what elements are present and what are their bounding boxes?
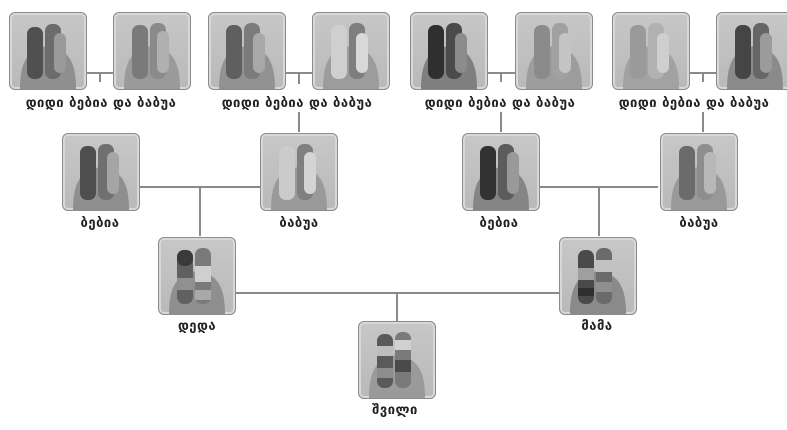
great-grandfather-tile-1	[113, 12, 191, 90]
connector-parents-down	[396, 292, 398, 322]
label-father: მამა	[581, 319, 613, 334]
connector-great-pair-2-to-grandfather	[298, 112, 300, 132]
father-tile	[559, 237, 637, 315]
chromosome-pair-icon	[20, 24, 76, 89]
chromosome-pair-icon	[124, 23, 180, 89]
chromosome-pair-icon	[623, 23, 679, 89]
chromosome-pair-icon	[421, 23, 477, 89]
great-grandmother-tile-3	[410, 12, 488, 90]
grandfather-left-tile	[260, 133, 338, 211]
connector-great-pair-3	[487, 72, 517, 74]
great-grandmother-tile-1	[9, 12, 87, 90]
label-great-grandparents-1: დიდი ბებია და ბაბუა	[25, 96, 177, 111]
label-grandfather-right: ბაბუა	[679, 216, 719, 231]
label-grandmother-right: ბებია	[479, 216, 519, 231]
chromosome-pair-icon	[169, 248, 225, 314]
connector-parents	[236, 292, 560, 294]
connector-great-pair-4-to-grandfather	[702, 112, 704, 132]
connector-great-pair-3-to-grandmother	[500, 112, 502, 132]
mother-tile	[158, 237, 236, 315]
child-tile	[358, 321, 436, 399]
chromosome-pair-icon	[570, 248, 626, 314]
label-grandfather-left: ბაბუა	[279, 216, 319, 231]
grandmother-left-tile	[62, 133, 140, 211]
chromosome-pair-icon	[323, 23, 379, 89]
great-grandmother-tile-4	[612, 12, 690, 90]
connector-great-pair-2-down	[298, 72, 300, 84]
label-great-grandparents-2: დიდი ბებია და ბაბუა	[221, 96, 373, 111]
chromosome-pair-icon	[369, 332, 425, 398]
great-grandfather-tile-4	[716, 12, 787, 90]
great-grandmother-tile-2	[208, 12, 286, 90]
chromosome-pair-icon	[473, 144, 529, 210]
connector-great-pair-1-down	[99, 72, 101, 82]
connector-left-grandparents-down	[199, 186, 201, 236]
chromosome-pair-icon	[73, 144, 129, 210]
label-grandmother-left: ბებია	[80, 216, 120, 231]
label-mother: დედა	[177, 319, 217, 334]
connector-right-grandparents-down	[598, 186, 600, 236]
grandmother-right-tile	[462, 133, 540, 211]
label-great-grandparents-3: დიდი ბებია და ბაბუა	[424, 96, 576, 111]
chromosome-pair-icon	[271, 144, 327, 210]
great-grandfather-tile-3	[515, 12, 593, 90]
chromosome-pair-icon	[526, 23, 582, 89]
grandfather-right-tile	[660, 133, 738, 211]
chromosome-pair-icon	[219, 23, 275, 89]
chromosome-pair-icon	[727, 23, 783, 89]
connector-great-pair-4-down	[702, 72, 704, 82]
great-grandfather-tile-2	[312, 12, 390, 90]
label-great-grandparents-4: დიდი ბებია და ბაბუა	[618, 96, 770, 111]
label-child: შვილი	[372, 403, 418, 418]
connector-great-pair-3-down	[500, 72, 502, 82]
chromosome-pair-icon	[671, 144, 727, 210]
